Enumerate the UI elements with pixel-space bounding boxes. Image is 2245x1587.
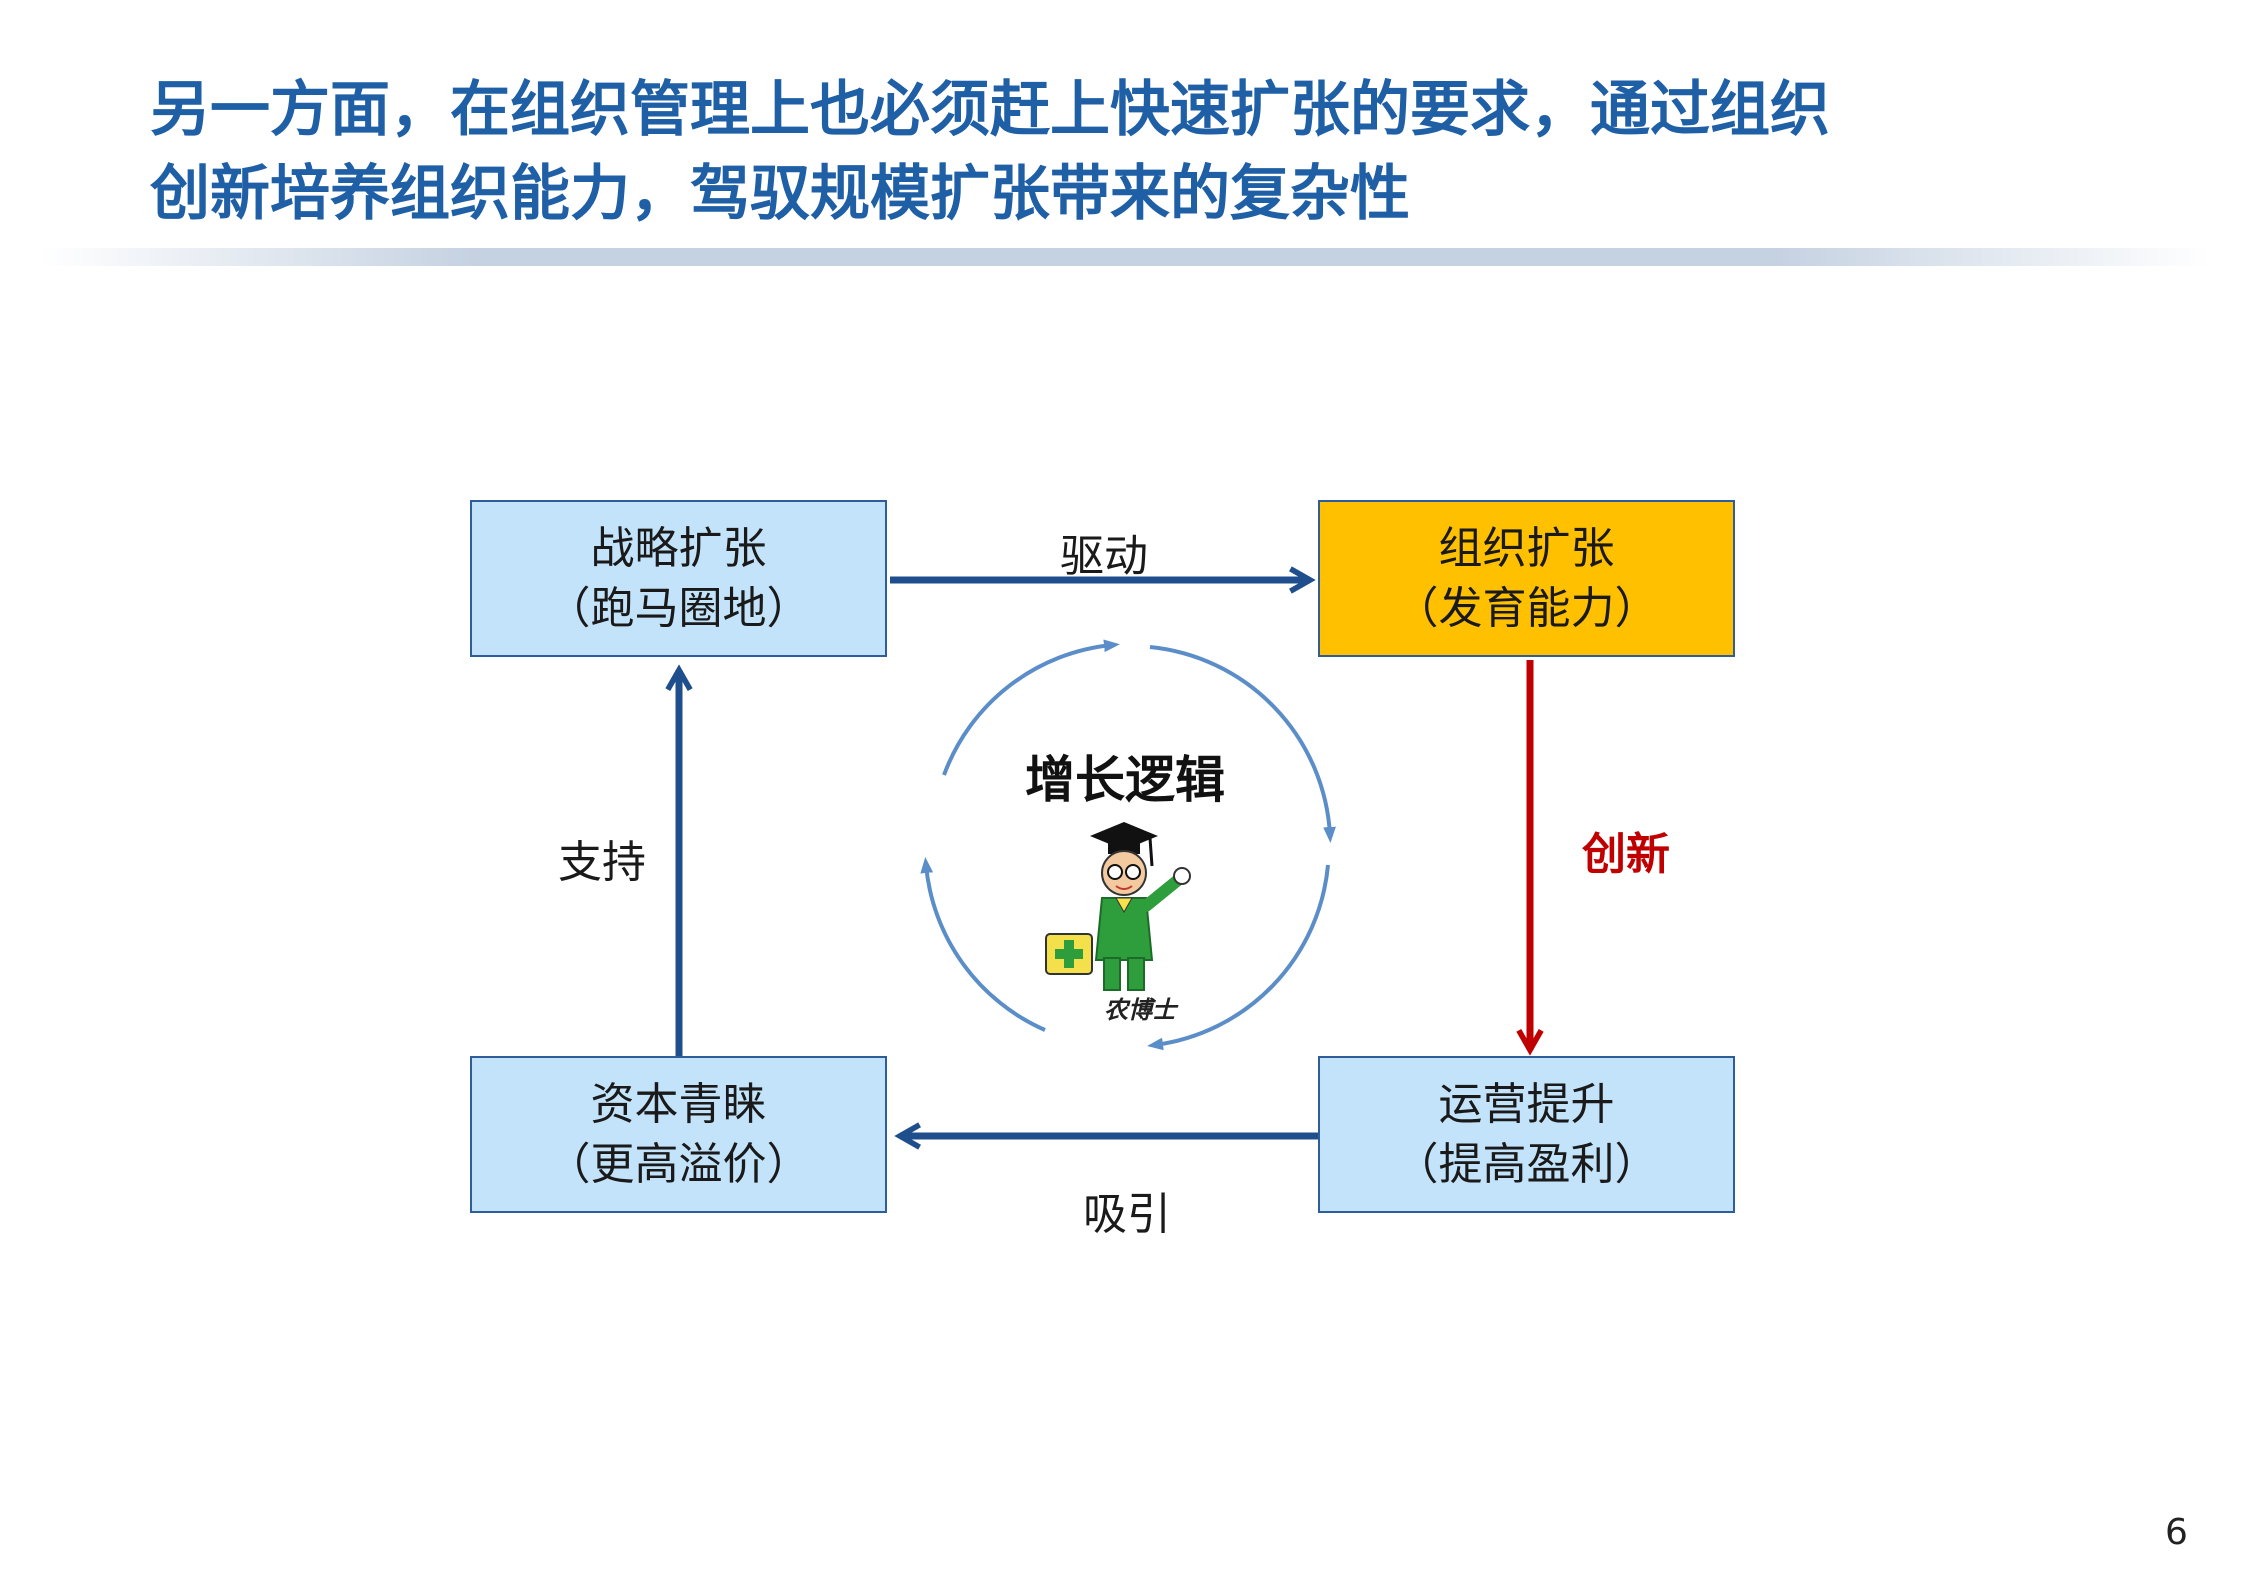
edge-label-innovation: 创新 <box>1582 829 1670 880</box>
cycle-arc-bottom <box>1147 864 1330 1051</box>
node-organization-title: 组织扩张 <box>1438 522 1615 574</box>
cycle-ring <box>920 639 1336 1051</box>
node-operations-improvement: 运营提升 （提高盈利） <box>1318 1056 1735 1213</box>
edge-label-drive: 驱动 <box>1060 531 1148 582</box>
mascot-caption: 农博士 <box>1104 995 1176 1024</box>
slide-title: 另一方面，在组织管理上也必须赶上快速扩张的要求，通过组织 创新培养组织能力，驾驭… <box>150 68 2150 236</box>
center-title: 增长逻辑 <box>1025 751 1225 809</box>
node-capital-subtitle: （更高溢价） <box>546 1138 811 1190</box>
title-line-1: 另一方面，在组织管理上也必须赶上快速扩张的要求，通过组织 <box>150 75 1830 145</box>
edge-label-attract: 吸引 <box>1083 1189 1171 1240</box>
node-strategy-title: 战略扩张 <box>590 522 767 574</box>
node-capital-favor: 资本青睐 （更高溢价） <box>470 1056 887 1213</box>
node-operations-title: 运营提升 <box>1438 1078 1615 1130</box>
cycle-arc-top <box>942 639 1120 776</box>
title-line-2: 创新培养组织能力，驾驭规模扩张带来的复杂性 <box>150 159 1410 229</box>
node-strategy-subtitle: （跑马圈地） <box>546 582 811 634</box>
node-operations-subtitle: （提高盈利） <box>1394 1138 1659 1190</box>
page-number: 6 <box>2165 1512 2188 1553</box>
node-strategy-expansion: 战略扩张 （跑马圈地） <box>470 500 887 657</box>
mascot-icon <box>1045 822 1191 991</box>
node-organization-expansion: 组织扩张 （发育能力） <box>1318 500 1735 657</box>
node-organization-subtitle: （发育能力） <box>1394 582 1659 634</box>
title-divider <box>40 248 2210 266</box>
cycle-arc-left <box>920 857 1046 1032</box>
cycle-arc-right <box>1149 645 1336 843</box>
edge-label-support: 支持 <box>558 837 646 888</box>
node-capital-title: 资本青睐 <box>590 1078 767 1130</box>
